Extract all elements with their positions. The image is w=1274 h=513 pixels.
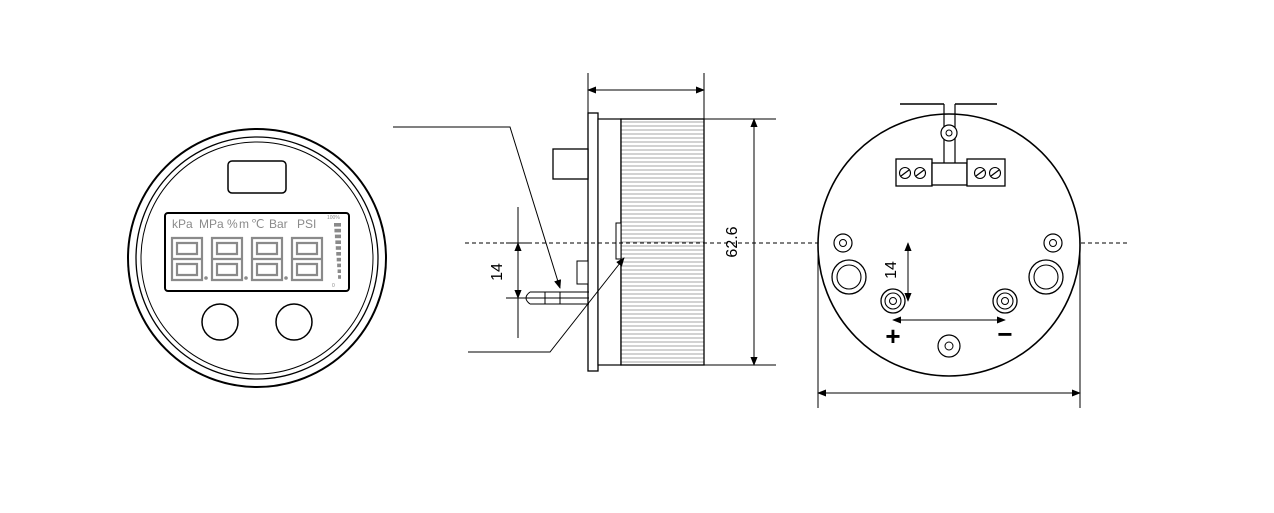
- bargraph-segment: [334, 234, 341, 239]
- top-window: [227, 160, 287, 194]
- unit-kpa: kPa: [172, 217, 193, 231]
- unit-psi: PSI: [297, 217, 316, 231]
- bargraph-top-label: 100%: [327, 215, 340, 221]
- unit-celsius: ℃: [251, 217, 264, 231]
- panel-bezel: [587, 112, 599, 372]
- height-dimension-label: 62.6: [724, 226, 741, 257]
- seven-segment-digits: [170, 236, 324, 282]
- mounting-clip: [615, 222, 622, 260]
- upper-leader: [393, 126, 562, 289]
- bargraph-segment: [337, 263, 341, 268]
- cable-plug: [520, 291, 589, 305]
- unit-m: m: [239, 217, 249, 231]
- lcd-digit: [170, 236, 208, 282]
- left-large-hole-inner: [836, 264, 862, 290]
- lcd-digit: [250, 236, 288, 282]
- lcd-bargraph: [334, 223, 341, 279]
- right-button: [275, 303, 313, 341]
- terminal-screw-icon: [973, 166, 987, 180]
- left-side-hole-inner: [839, 239, 847, 247]
- side-button: [552, 148, 589, 180]
- terminal-screw-icon: [913, 166, 927, 180]
- bargraph-segment: [337, 269, 341, 273]
- bargraph-segment: [334, 228, 341, 233]
- bargraph-segment: [336, 252, 341, 256]
- rear-view: + − 14: [817, 103, 1081, 408]
- front-view: kPa MPa % m ℃ Bar PSI 100% 0: [127, 128, 387, 388]
- unit-mpa: MPa: [199, 217, 224, 231]
- minus-symbol: −: [997, 319, 1012, 349]
- knurled-housing: [620, 118, 705, 366]
- bargraph-segment: [336, 257, 341, 262]
- side-view: 62.6 14: [393, 73, 776, 372]
- lcd-digit: [210, 236, 248, 282]
- bargraph-segment: [335, 240, 341, 244]
- plus-terminal-core: [889, 297, 897, 305]
- right-side-hole-inner: [1049, 239, 1057, 247]
- top-mount-hole-inner: [945, 129, 953, 137]
- lower-leader: [468, 257, 625, 353]
- unit-bar: Bar: [269, 217, 288, 231]
- right-large-hole-inner: [1033, 264, 1059, 290]
- face-ring: [140, 141, 374, 375]
- bottom-mount-hole-inner: [944, 341, 954, 351]
- bargraph-segment: [335, 246, 341, 250]
- rear-offset-label: 14: [883, 261, 900, 279]
- inner-bezel: [135, 136, 379, 380]
- lcd-digit: [290, 236, 324, 282]
- terminal-screws: [898, 166, 1002, 180]
- bargraph-segment: [338, 275, 341, 279]
- left-button: [201, 303, 239, 341]
- plus-symbol: +: [885, 321, 900, 351]
- rear-step: [576, 260, 589, 285]
- terminal-screw-icon: [988, 166, 1002, 180]
- bargraph-segment: [334, 223, 341, 227]
- terminal-screw-icon: [898, 166, 912, 180]
- side-offset-label: 14: [489, 263, 506, 281]
- bargraph-bottom-label: 0: [332, 283, 335, 289]
- unit-percent: %: [227, 217, 238, 231]
- minus-terminal-core: [1001, 297, 1009, 305]
- terminal-center: [931, 162, 968, 186]
